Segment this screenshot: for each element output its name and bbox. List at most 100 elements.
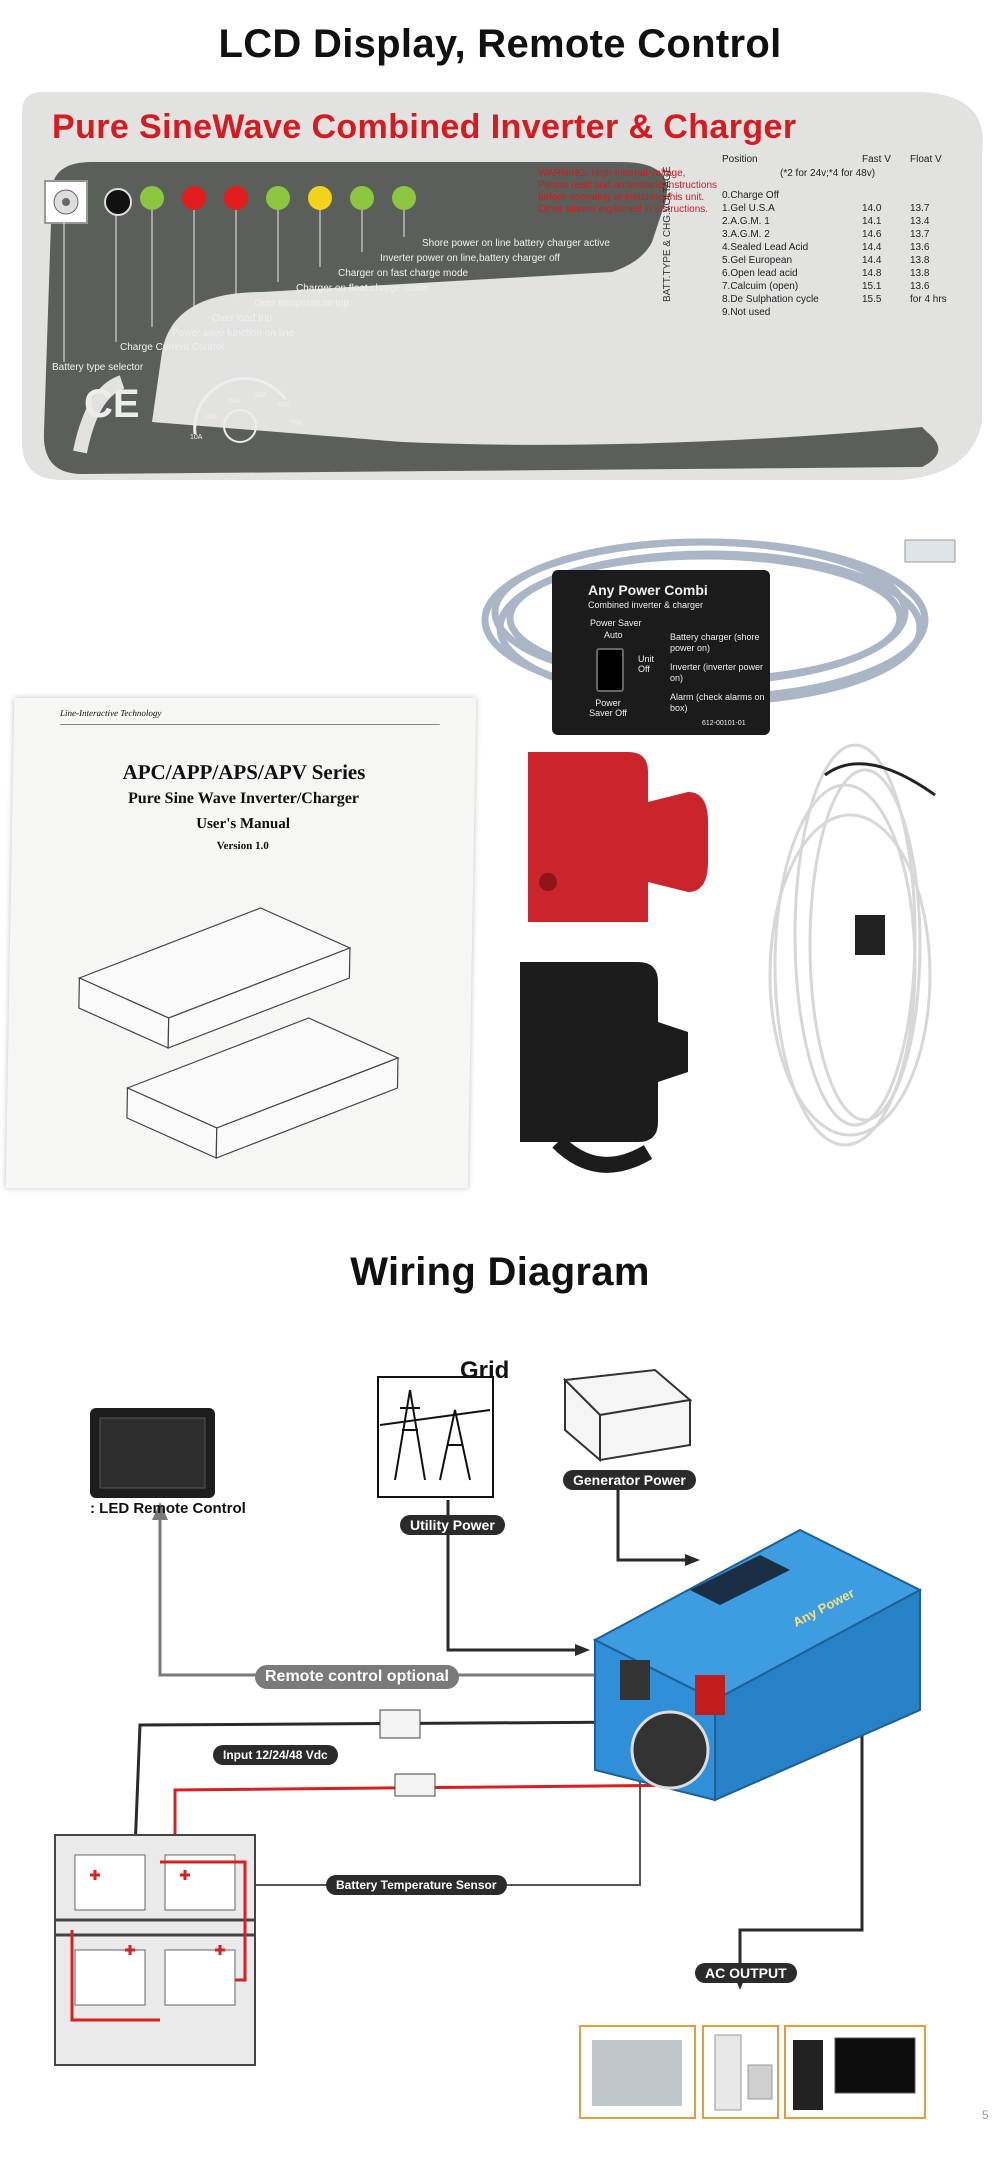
off-label: Off	[638, 664, 650, 674]
grid-label: Grid	[460, 1357, 510, 1384]
header-float: Float V	[910, 154, 942, 165]
callout-float-charge: Charger on float charge mode	[296, 283, 429, 294]
battery-type-name: 7.Calcuim (open)	[722, 281, 799, 292]
battery-type-name: 8.De Sulphation cycle	[722, 294, 819, 305]
battery-type-name: 0.Charge Off	[722, 190, 780, 201]
status-led	[392, 186, 416, 210]
power-switch[interactable]	[596, 648, 624, 692]
status-led	[182, 186, 206, 210]
charge-current-tick: 30A	[254, 392, 267, 399]
lcd-section-heading: LCD Display, Remote Control	[218, 22, 782, 66]
generator-power-line	[616, 1480, 690, 1562]
input-voltage-label: Input 12/24/48 Vdc	[213, 1745, 338, 1765]
wiring-diagram	[54, 1368, 926, 2119]
battery-type-row: 0.Charge Off	[722, 190, 910, 201]
battery-bank	[54, 1834, 256, 2066]
battery-float-voltage: 13.6	[910, 281, 930, 292]
battery-type-row: 4.Sealed Lead Acid 14.4 13.6	[722, 242, 929, 253]
battery-float-voltage: 13.6	[910, 242, 930, 253]
batt-type-vertical-label: BATT.TYPE & CHG.VOLTAGE	[662, 166, 673, 302]
utility-power-line	[446, 1500, 580, 1652]
manual-inverter-illustration	[77, 907, 400, 1159]
battery-type-name: 6.Open lead acid	[722, 268, 798, 279]
fan-grill	[630, 1710, 710, 1790]
remote-optional-label: Remote control optional	[255, 1665, 459, 1689]
table-note: (*2 for 24v;*4 for 48v)	[780, 168, 876, 179]
ac-unit-image	[714, 2034, 742, 2111]
lcd-panel: Pure SineWave Combined Inverter & Charge…	[22, 92, 990, 482]
callout-battery-type: Battery type selector	[52, 362, 144, 373]
table-header: Position Fast V Float V	[722, 154, 942, 165]
power-saver-off-label: Power Saver Off	[589, 698, 627, 718]
callout-charge-current: Charge Current Control	[120, 342, 224, 353]
remote-title: Any Power Combi	[588, 582, 708, 598]
warning-text: WARNING: High internal voltage, Please r…	[538, 168, 717, 216]
battery-type-row: 3.A.G.M. 2 14.6 13.7	[722, 229, 929, 240]
led-remote-label: : LED Remote Control	[90, 1500, 246, 1517]
battery-float-voltage: 13.7	[910, 203, 930, 214]
manual-version: Version 1.0	[216, 840, 269, 852]
battery-float-voltage: 13.7	[910, 229, 930, 240]
battery-type-selector-knob[interactable]	[44, 180, 88, 224]
user-manual: Line-Interactive Technology APC/APP/APS/…	[5, 698, 477, 1188]
battery-type-row: 2.A.G.M. 1 14.1 13.4	[722, 216, 929, 227]
grid-towers-image	[377, 1376, 494, 1498]
manual-series: APC/APP/APS/APV Series	[122, 760, 366, 784]
battery-fast-voltage: 14.4	[862, 242, 882, 253]
battery-fast-voltage: 14.0	[862, 203, 882, 214]
panel-title: Pure SineWave Combined Inverter & Charge…	[52, 108, 797, 146]
battery-type-row: 9.Not used	[722, 307, 910, 318]
header-position: Position	[722, 154, 758, 165]
charge-current-knob[interactable]	[104, 188, 132, 216]
remote-control-panel[interactable]: Any Power Combi Combined inverter & char…	[552, 570, 770, 735]
battery-type-name: 3.A.G.M. 2	[722, 229, 770, 240]
indicator-alarm: Alarm (check alarms on box)	[670, 692, 765, 713]
battery-fast-voltage: 14.1	[862, 216, 882, 227]
battery-type-name: 1.Gel U.S.A	[722, 203, 775, 214]
battery-type-name: 4.Sealed Lead Acid	[722, 242, 809, 253]
warning-line: Please read and understand instructions	[538, 180, 718, 191]
battery-fast-voltage: 15.5	[862, 294, 882, 305]
battery-temp-sensor-line	[240, 1700, 641, 1886]
charge-gauge	[193, 377, 287, 443]
pos-terminal	[695, 1675, 725, 1715]
temperature-sensor-cable	[768, 743, 936, 1147]
ce-mark: CE	[84, 382, 140, 426]
callout-inverter-power: Inverter power on line,battery charger o…	[380, 253, 560, 264]
ac-output-label: AC OUTPUT	[695, 1963, 797, 1983]
battery-float-voltage: 13.4	[910, 216, 930, 227]
battery-type-name: 2.A.G.M. 1	[722, 216, 770, 227]
battery-fast-voltage: 14.4	[862, 255, 882, 266]
remote-part-no: 612-00101-01	[702, 720, 746, 727]
indicator-battery-charger: Battery charger (shore power on)	[670, 632, 760, 653]
generator-image	[562, 1368, 693, 1463]
terminal-covers	[520, 752, 708, 1173]
negative-dc-cable	[133, 1720, 646, 1851]
charge-current-tick: 50A	[277, 402, 290, 409]
indicator-inverter: Inverter (inverter power on)	[670, 662, 764, 683]
warning-line: WARNING: High internal voltage,	[538, 168, 686, 179]
neg-terminal	[620, 1660, 650, 1700]
inverter-unit	[592, 1528, 923, 1802]
status-led	[224, 186, 248, 210]
manual-product: Pure Sine Wave Inverter/Charger	[127, 790, 360, 807]
battery-fast-voltage: 14.6	[862, 229, 882, 240]
fuse-negative	[379, 1709, 421, 1739]
status-led	[266, 186, 290, 210]
power-saver-label: Power Saver	[590, 618, 642, 628]
charge-current-tick: 20A	[227, 398, 240, 405]
fuse-positive	[394, 1773, 436, 1797]
generator-power-label: Generator Power	[563, 1470, 696, 1490]
battery-float-voltage: 13.8	[910, 255, 930, 266]
auto-label: Auto	[604, 630, 623, 640]
warning-line: before operating or installing this unit…	[538, 192, 705, 203]
header-fast: Fast V	[862, 154, 891, 165]
battery-type-name: 9.Not used	[722, 307, 771, 318]
ac-output-line	[738, 1660, 864, 1980]
page-mark: 5	[982, 2108, 989, 2122]
charge-current-tick: 75A	[290, 420, 303, 427]
